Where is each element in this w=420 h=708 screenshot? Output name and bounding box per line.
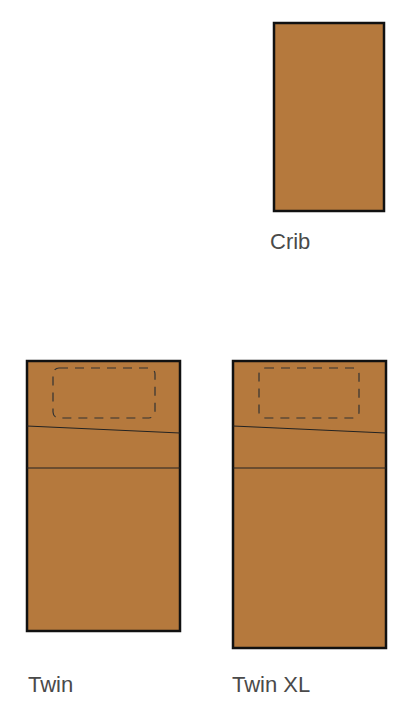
- pillow-outline: [53, 368, 155, 418]
- bed-size-label: Crib: [270, 229, 310, 254]
- bed-mattress: [233, 361, 386, 648]
- blanket-edge: [27, 468, 180, 469]
- twin-bed: [27, 361, 180, 631]
- bed-size-label: Twin: [28, 672, 73, 697]
- sheet-fold: [27, 426, 180, 433]
- bed-mattress: [27, 361, 180, 631]
- sheet-fold: [233, 426, 386, 433]
- bed-size-label: Twin XL: [232, 672, 310, 697]
- twin-xl-bed: [233, 361, 386, 648]
- crib-mattress: [274, 23, 384, 211]
- pillow-outline: [259, 368, 359, 418]
- blanket-edge: [233, 468, 386, 469]
